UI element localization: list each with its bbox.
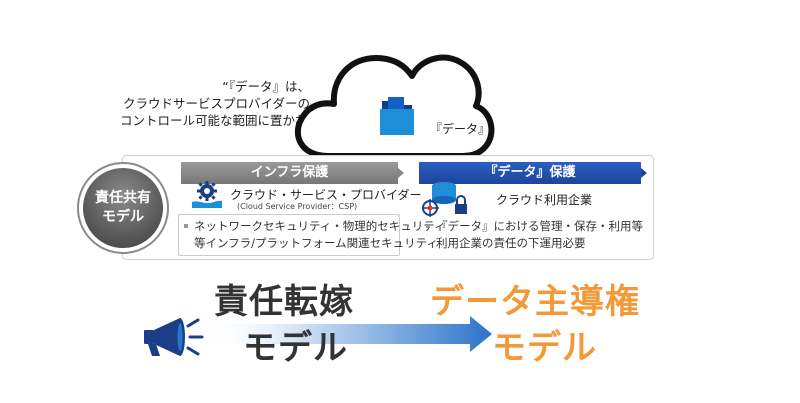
data-protection-header: 『データ』保護 [419, 162, 641, 184]
data-desc-text: 利用企業の責任の下運用必要 [436, 236, 586, 250]
infra-desc-text: ネットワークセキュリティ・物理的セキュリティ [194, 219, 446, 233]
provider-label: クラウド・サービス・プロバイダー [230, 188, 422, 202]
infra-description-line: ネットワークセキュリティ・物理的セキュリティ [182, 218, 446, 234]
quote-line: コントロール可能な範囲に置かれていない” [120, 113, 364, 128]
shared-responsibility-badge: 責任共有 モデル [83, 168, 163, 248]
cloud-label: 『データ』 [430, 122, 491, 136]
to-model-subtitle: モデル [492, 328, 597, 368]
quote-text: “『データ』は、 クラウドサービスプロバイダーの コントロール可能な範囲に置かれ… [120, 78, 364, 129]
badge-line: モデル [102, 209, 144, 225]
infra-desc-text: 等インフラ/プラットフォーム関連セキュリティ [194, 236, 438, 250]
provider-en-label: (Cloud Service Provider：CSP) [237, 202, 358, 211]
data-description-line: 『データ』における管理・保存・利用等 [424, 218, 643, 234]
folder-icon [380, 97, 414, 135]
to-model-title: データ主導権 [430, 282, 640, 322]
gear-hand-icon [192, 181, 222, 208]
from-model-subtitle: モデル [243, 328, 348, 368]
infra-header-arrow [398, 168, 404, 178]
bullet-icon [426, 223, 430, 228]
from-model-title: 責任転嫁 [214, 282, 354, 322]
data-header-arrow [641, 168, 647, 178]
quote-line: “『データ』は、 [222, 79, 310, 94]
infra-description-box [178, 214, 400, 256]
infra-protection-header: インフラ保護 [181, 162, 398, 184]
data-desc-text: 『データ』における管理・保存・利用等 [436, 219, 643, 233]
database-lock-icon [422, 182, 467, 217]
infra-description-line: 等インフラ/プラットフォーム関連セキュリティ [194, 235, 438, 251]
megaphone-icon [144, 318, 204, 356]
bullet-icon [184, 223, 188, 228]
owner-label: クラウド利用企業 [496, 193, 593, 207]
data-description-line: 利用企業の責任の下運用必要 [436, 235, 586, 251]
quote-line: クラウドサービスプロバイダーの [122, 96, 310, 111]
transition-arrow [200, 316, 492, 352]
badge-line: 責任共有 [95, 190, 151, 206]
